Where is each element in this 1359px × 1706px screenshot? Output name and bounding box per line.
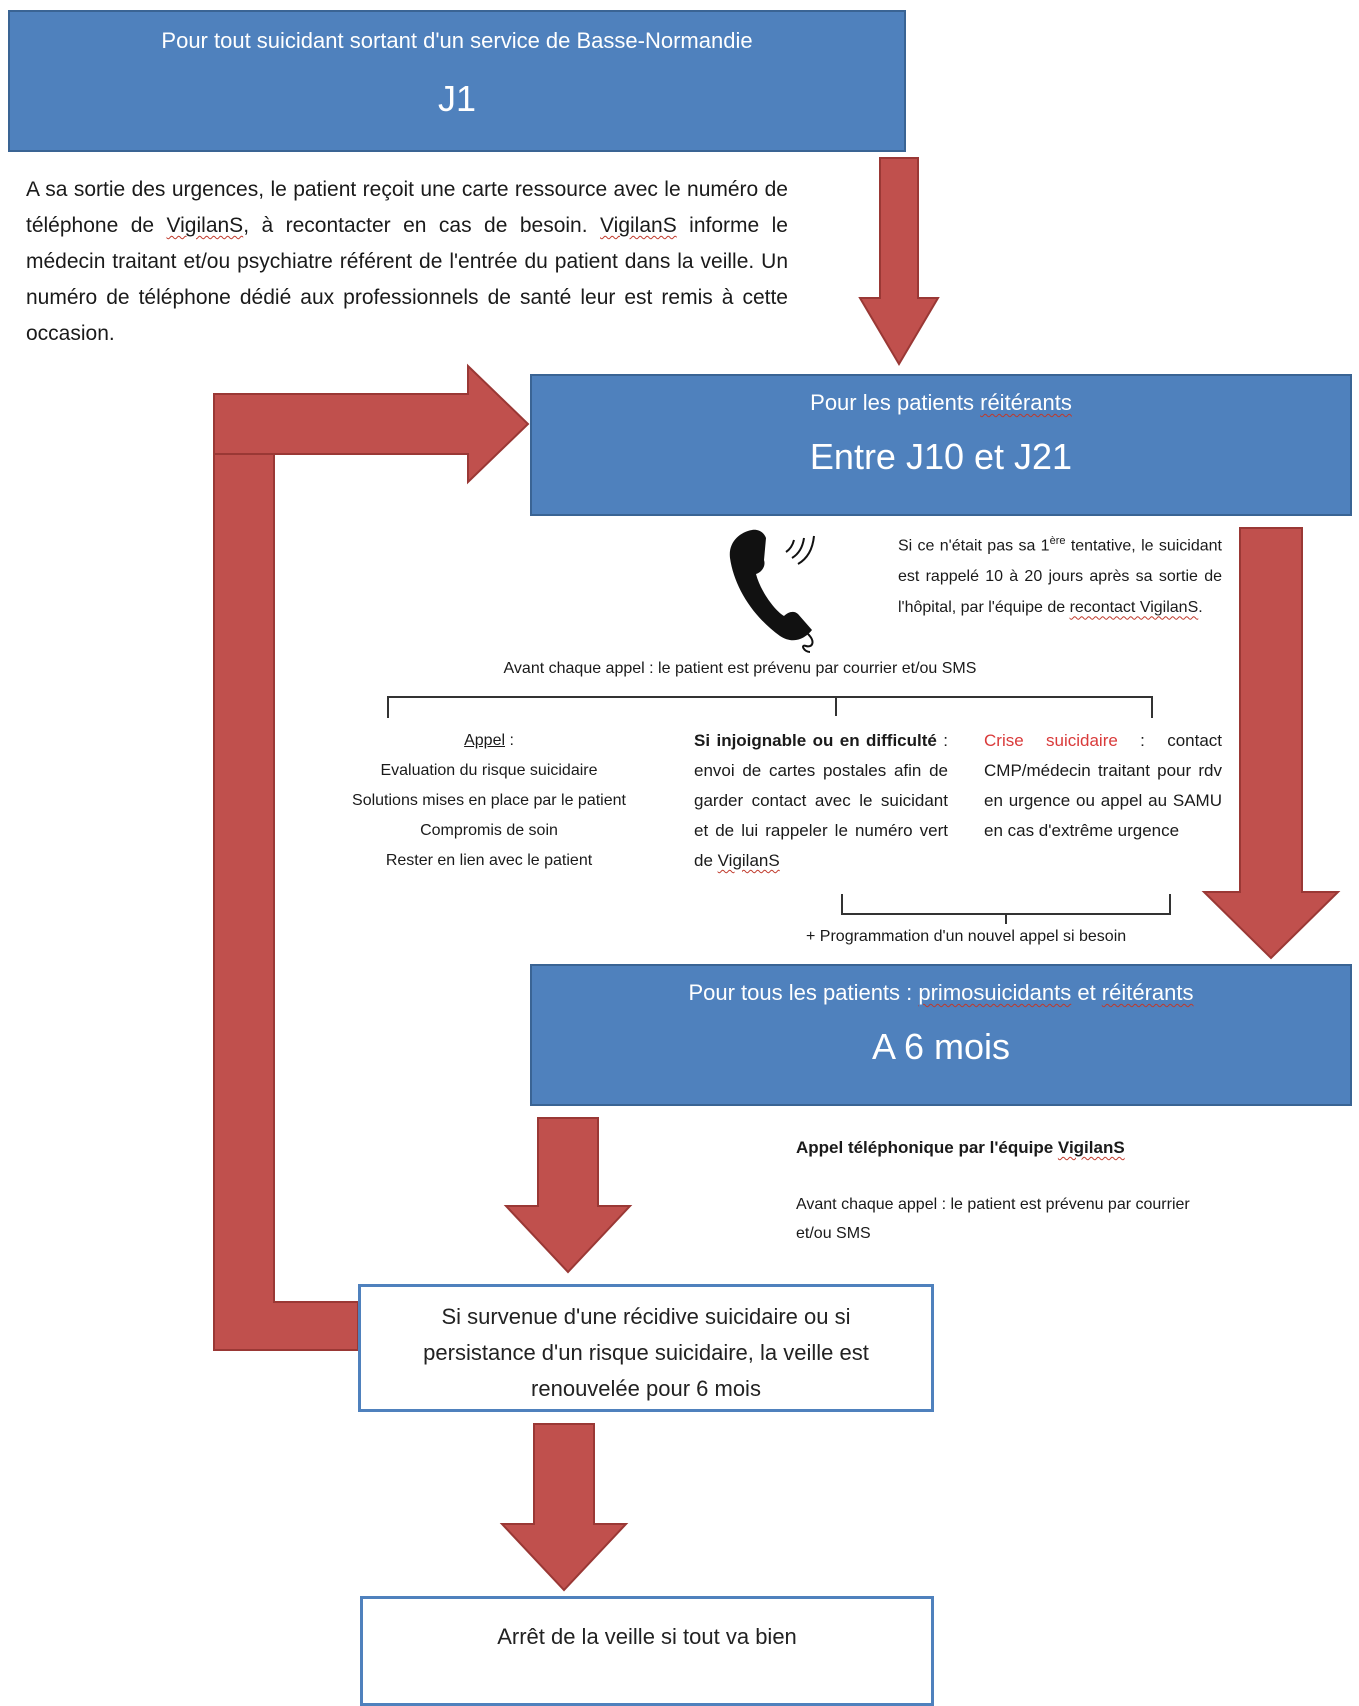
arrow-renew-to-stop: [499, 1423, 629, 1592]
phone-icon: [722, 524, 832, 654]
col-appel: Appel : Evaluation du risque suicidaire …: [306, 726, 672, 876]
intro-vigilans-1: VigilanS: [166, 214, 244, 237]
box-6m-subtitle-d: réitérants: [1101, 980, 1194, 1005]
box-6m-subtitle-b: primosuicidants: [918, 980, 1072, 1005]
box-6m-subtitle-a: Pour tous les patients :: [688, 980, 919, 1005]
arrow-6m-to-renew: [503, 1117, 633, 1274]
intro-paragraph: A sa sortie des urgences, le patient reç…: [26, 172, 788, 352]
appel-item: Compromis de soin: [420, 822, 558, 839]
box-j10-subtitle-b: réitérants: [980, 390, 1072, 415]
stop-box: Arrêt de la veille si tout va bien: [360, 1596, 934, 1706]
renew-text: Si survenue d'une récidive suicidaire ou…: [423, 1304, 869, 1401]
col-appel-heading: Appel :: [306, 726, 672, 756]
call-6m-before-note: Avant chaque appel : le patient est prév…: [796, 1196, 1190, 1242]
recall-part1: Si ce n'était pas sa 1: [898, 537, 1050, 555]
box-j1-title: J1: [437, 78, 477, 119]
box-6-mois: Pour tous les patients : primosuicidants…: [530, 964, 1352, 1106]
crise-text: : contact CMP/médecin traitant pour rdv …: [984, 731, 1223, 840]
box-j10-title: Entre J10 et J21: [809, 436, 1073, 477]
intro-vigilans-2: VigilanS: [600, 214, 677, 237]
intro-part3: informe le médecin traitant et/ou psychi…: [26, 214, 788, 345]
arrow-j1-to-j10: [858, 157, 940, 366]
box-j10-subtitle: Pour les patients réitérants: [532, 390, 1350, 416]
call-6m-label: Appel téléphonique par l'équipe VigilanS: [796, 1138, 1216, 1158]
box-6m-title: A 6 mois: [871, 1026, 1011, 1067]
arrow-loop-back: [213, 363, 530, 1351]
box-j10-j21: Pour les patients réitérants Entre J10 e…: [530, 374, 1352, 516]
bracket-options: [387, 696, 1153, 718]
arrow-j10-to-6m: [1201, 527, 1341, 960]
call-6m-vigilans: VigilanS: [1057, 1138, 1125, 1157]
injoignable-vigilans: VigilanS: [717, 851, 780, 870]
appel-label: Appel: [464, 732, 506, 749]
box-6m-subtitle: Pour tous les patients : primosuicidants…: [532, 980, 1350, 1006]
recall-team: recontact VigilanS: [1069, 599, 1199, 617]
bracket-new-call: [841, 894, 1171, 924]
call-6m-text: Appel téléphonique par l'équipe: [796, 1138, 1058, 1157]
injoignable-bold: Si injoignable ou en difficulté: [694, 731, 937, 750]
box-j1: Pour tout suicidant sortant d'un service…: [8, 10, 906, 152]
appel-item: Solutions mises en place par le patient: [352, 792, 626, 809]
injoignable-text: : envoi de cartes postales afin de garde…: [694, 731, 948, 870]
new-call-note: + Programmation d'un nouvel appel si bes…: [806, 928, 1127, 945]
recall-part2: tentative, le suicidant est rappelé 10 à…: [898, 537, 1223, 617]
appel-item: Evaluation du risque suicidaire: [380, 762, 598, 779]
box-j10-subtitle-a: Pour les patients: [810, 390, 981, 415]
crise-red: Crise suicidaire: [984, 731, 1118, 750]
col-injoignable: Si injoignable ou en difficulté : envoi …: [694, 726, 948, 876]
intro-part1: A sa sortie des urgences, le patient reç…: [26, 178, 788, 237]
appel-colon: :: [505, 732, 514, 749]
box-6m-subtitle-c: et: [1071, 980, 1102, 1005]
appel-item: Rester en lien avec le patient: [385, 852, 593, 869]
recall-sup: ère: [1049, 535, 1066, 547]
recall-end: .: [1198, 599, 1203, 617]
renew-box: Si survenue d'une récidive suicidaire ou…: [358, 1284, 934, 1412]
before-call-note: Avant chaque appel : le patient est prév…: [503, 660, 977, 677]
recall-paragraph: Si ce n'était pas sa 1ère tentative, le …: [898, 526, 1222, 623]
intro-part2: , à recontacter en cas de besoin.: [243, 214, 601, 237]
col-crise: Crise suicidaire : contact CMP/médecin t…: [984, 726, 1222, 846]
box-j1-subtitle: Pour tout suicidant sortant d'un service…: [161, 28, 753, 53]
stop-text: Arrêt de la veille si tout va bien: [497, 1624, 797, 1649]
